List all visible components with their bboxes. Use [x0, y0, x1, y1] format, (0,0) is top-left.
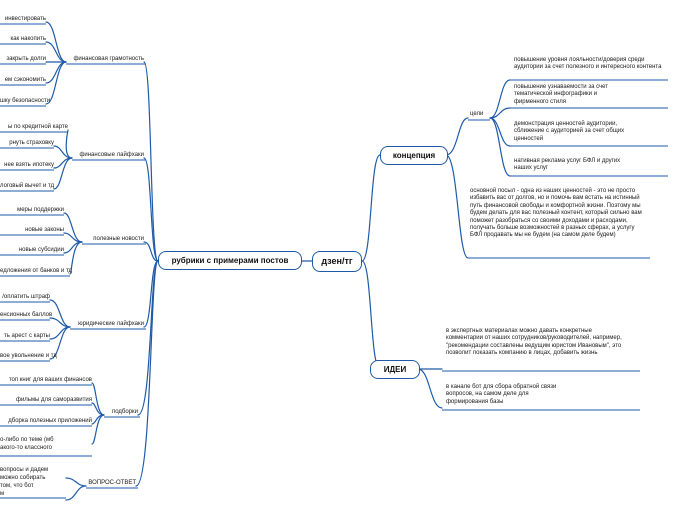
rubric-item[interactable]: закрыть долги — [6, 56, 46, 62]
rubric-item[interactable]: вопросы и дадем — [0, 467, 49, 473]
rubric-item[interactable]: едложения от банков и тд — [0, 268, 72, 274]
rubric-item[interactable]: шку безопасности — [0, 98, 51, 104]
goal-item[interactable]: повышение уровня лояльности/доверия сред… — [514, 57, 662, 71]
rubric-group-label[interactable]: подборки — [111, 409, 138, 415]
rubric-item[interactable]: акого-то классного — [0, 445, 53, 451]
rubric-item[interactable]: м — [0, 491, 5, 497]
rubric-item[interactable]: /оплатить штраф — [2, 294, 50, 300]
rubric-group-label[interactable]: полезные новости — [93, 236, 144, 242]
goal-item[interactable]: повышение узнаваемости за счет тематичес… — [514, 84, 609, 105]
rubric-item[interactable]: о-либо по теме (мб — [0, 437, 54, 443]
rubric-group-label[interactable]: финансовые лайфхаки — [79, 152, 144, 158]
branch-concept[interactable]: концепция — [380, 146, 448, 165]
idea-item[interactable]: в экспертных материалах можно давать кон… — [446, 328, 622, 357]
rubric-item[interactable]: том, что бот — [0, 483, 34, 489]
rubric-item[interactable]: новые субсидии — [18, 247, 64, 253]
branch-ideas[interactable]: ИДЕИ — [370, 360, 420, 379]
rubric-item[interactable]: топ книг для ваших финансов — [8, 377, 92, 383]
rubric-item[interactable]: ть арест с карты — [4, 333, 50, 339]
rubric-item[interactable]: как накопить — [10, 36, 46, 42]
rubric-item[interactable]: инвестировать — [4, 16, 46, 22]
rubric-item[interactable]: можно собирать — [0, 475, 46, 481]
rubric-item[interactable]: логовый вычет и тд — [0, 183, 55, 189]
idea-item[interactable]: в канале бот для сбора обратной связи во… — [446, 384, 557, 405]
rubric-item[interactable]: фильмы для саморазвития — [16, 397, 92, 403]
rubric-group-label[interactable]: юридические лайфхаки — [78, 321, 144, 327]
rubric-item[interactable]: нее взять ипотеку — [4, 162, 54, 168]
rubric-item[interactable]: рнуть страховку — [9, 140, 54, 146]
goals-node[interactable]: цели — [470, 111, 484, 117]
rubric-item[interactable]: дборка полезных приложений — [8, 418, 92, 424]
goal-item[interactable]: демонстрация ценностей аудитории, сближе… — [514, 121, 625, 142]
rubric-group-label[interactable]: финансовая грамотность — [73, 56, 145, 62]
rubric-item[interactable]: новые законы — [25, 227, 64, 233]
rubric-item[interactable]: ы по кредитной карте — [8, 124, 68, 130]
goal-item[interactable]: нативная реклама услуг БФЛ и других наши… — [514, 158, 621, 172]
rubric-item[interactable]: вое увольнение и тд — [0, 353, 57, 359]
rubric-item[interactable]: ем сэкономить — [4, 77, 46, 83]
rubric-group-label[interactable]: ВОПРОС-ОТВЕТ — [88, 480, 136, 486]
main-idea-node[interactable]: основной посыл - одна из наших ценностей… — [470, 188, 642, 239]
rubric-item[interactable]: меры поддержки — [17, 207, 64, 213]
rubric-item[interactable]: енсионных баллов — [0, 312, 53, 318]
branch-rubrics[interactable]: рубрики с примерами постов — [158, 251, 302, 270]
root-node[interactable]: дзен/тг — [312, 251, 362, 272]
